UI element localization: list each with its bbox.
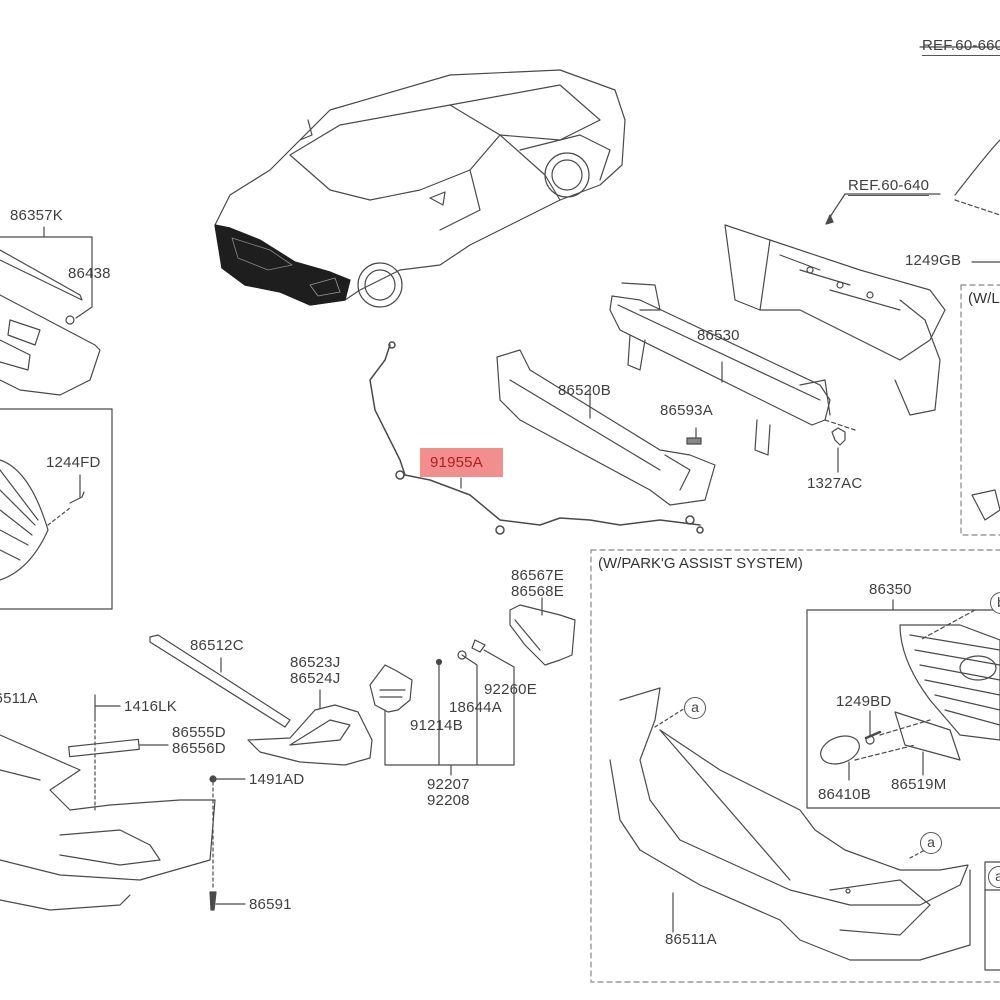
- part-label-92208[interactable]: 92208: [427, 792, 470, 809]
- park-assist-box: [590, 549, 1000, 983]
- callout-a-lower[interactable]: a: [920, 832, 942, 854]
- part-label-86567E[interactable]: 86567E: [511, 567, 564, 584]
- part-label-91214B[interactable]: 91214B: [410, 717, 463, 734]
- car-front-fascia: [214, 224, 351, 306]
- part-label-86511A-right[interactable]: 86511A: [665, 931, 717, 948]
- emblem: [820, 735, 860, 765]
- part-label-86350[interactable]: 86350: [869, 581, 912, 598]
- part-label-86593A[interactable]: 86593A: [660, 402, 713, 419]
- part-label-86438[interactable]: 86438: [68, 265, 111, 282]
- part-label-86556D[interactable]: 86556D: [172, 740, 226, 757]
- part-label-1249BD[interactable]: 1249BD: [836, 693, 892, 710]
- part-label-86357K[interactable]: 86357K: [10, 207, 63, 224]
- part-label-86520B[interactable]: 86520B: [558, 382, 611, 399]
- bumper-cover-right: [609, 687, 971, 961]
- wiring-harness: [369, 341, 704, 535]
- part-label-91955A-highlighted[interactable]: 91955A: [420, 448, 503, 477]
- right-box-title: (W/L: [968, 290, 1000, 307]
- part-label-86512C[interactable]: 86512C: [190, 637, 244, 654]
- part-label-1249GB[interactable]: 1249GB: [905, 252, 962, 269]
- fog-lamp-cover: [247, 704, 373, 766]
- park-assist-box-title: (W/PARK'G ASSIST SYSTEM): [598, 555, 803, 572]
- part-label-1491AD[interactable]: 1491AD: [249, 771, 305, 788]
- ref-label-60-640[interactable]: REF.60-640: [848, 177, 930, 196]
- radiator-support: [724, 224, 946, 416]
- cowl-panel: [0, 249, 101, 396]
- part-label-1327AC[interactable]: 1327AC: [807, 475, 863, 492]
- part-label-86530[interactable]: 86530: [697, 327, 740, 344]
- part-label-86511A-left[interactable]: 86511A: [0, 690, 38, 707]
- part-label-1416LK[interactable]: 1416LK: [124, 698, 177, 715]
- part-label-86555D[interactable]: 86555D: [172, 724, 226, 741]
- emblem-bracket: [894, 711, 961, 761]
- part-label-86519M[interactable]: 86519M: [891, 776, 947, 793]
- part-label-86523J[interactable]: 86523J: [290, 654, 341, 671]
- ref-label-60-660[interactable]: REF.60-660: [922, 38, 1000, 56]
- bumper-cover-left: [0, 734, 216, 911]
- part-label-86591[interactable]: 86591: [249, 896, 292, 913]
- callout-a-upper[interactable]: a: [684, 697, 706, 719]
- grille-box-left: [0, 408, 113, 610]
- part-label-1244FD[interactable]: 1244FD: [46, 454, 101, 471]
- part-label-92207[interactable]: 92207: [427, 776, 470, 793]
- grille-box-right: [806, 609, 1000, 809]
- upper-strip: [149, 634, 291, 728]
- energy-absorber: [496, 349, 716, 506]
- side-bracket: [509, 604, 576, 666]
- part-label-86568E[interactable]: 86568E: [511, 583, 564, 600]
- fog-lamp: [369, 664, 413, 713]
- radiator-grille: [899, 624, 1000, 741]
- bumper-beam: [609, 282, 831, 456]
- part-label-18644A[interactable]: 18644A: [449, 699, 502, 716]
- part-label-92260E[interactable]: 92260E: [484, 681, 537, 698]
- part-label-86524J[interactable]: 86524J: [290, 670, 341, 687]
- part-label-86410B[interactable]: 86410B: [818, 786, 871, 803]
